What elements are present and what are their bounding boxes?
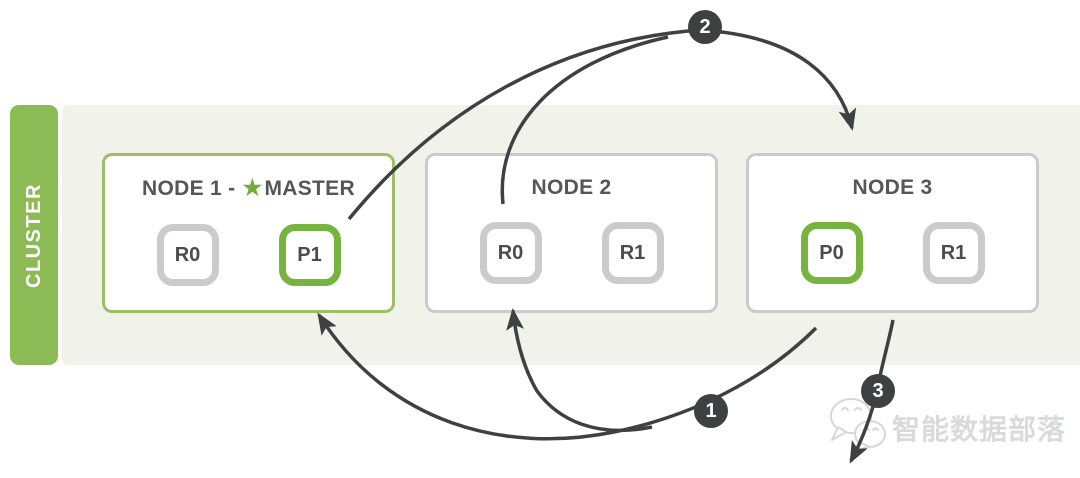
node-1-name: NODE 1 - (142, 177, 236, 200)
node-1-shards: R0 P1 (156, 224, 341, 286)
node-3-shards: P0 R1 (800, 222, 985, 284)
shard-p0-node-3: P0 (800, 222, 863, 284)
node-1-title: NODE 1 - ★MASTER (142, 175, 355, 203)
master-label: MASTER (264, 177, 355, 200)
step-badge-2: 2 (688, 10, 722, 44)
shard-label: P1 (297, 243, 322, 266)
step-number: 1 (705, 399, 717, 422)
node-1-master: NODE 1 - ★MASTER R0 P1 (102, 153, 395, 313)
step-number: 3 (872, 379, 884, 402)
step-number: 2 (699, 15, 711, 38)
shard-r0-node-2: R0 (479, 222, 542, 284)
step-badge-3: 3 (861, 374, 895, 408)
watermark-text: 智能数据部落 (892, 413, 1067, 446)
node-3-title: NODE 3 (853, 175, 933, 201)
master-star-icon: ★ (242, 175, 263, 200)
shard-r1-node-3: R1 (922, 222, 985, 284)
shard-r0-node-1: R0 (156, 224, 219, 286)
node-3-name: NODE 3 (852, 176, 933, 199)
cluster-label: CLUSTER (22, 182, 45, 288)
shard-p1-node-1: P1 (278, 224, 341, 286)
watermark: 智能数据部落 (828, 394, 1066, 464)
node-2: NODE 2 R0 R1 (425, 153, 718, 313)
shard-label: R0 (174, 243, 201, 266)
node-2-name: NODE 2 (531, 176, 612, 199)
step-badge-1: 1 (694, 394, 728, 428)
node-2-title: NODE 2 (532, 175, 612, 201)
shard-label: R1 (940, 241, 967, 264)
shard-label: R0 (497, 241, 524, 264)
node-3: NODE 3 P0 R1 (746, 153, 1039, 313)
shard-r1-node-2: R1 (601, 222, 664, 284)
shard-label: R1 (619, 241, 646, 264)
shard-label: P0 (819, 241, 844, 264)
cluster-label-tab: CLUSTER (10, 105, 58, 365)
node-2-shards: R0 R1 (479, 222, 664, 284)
